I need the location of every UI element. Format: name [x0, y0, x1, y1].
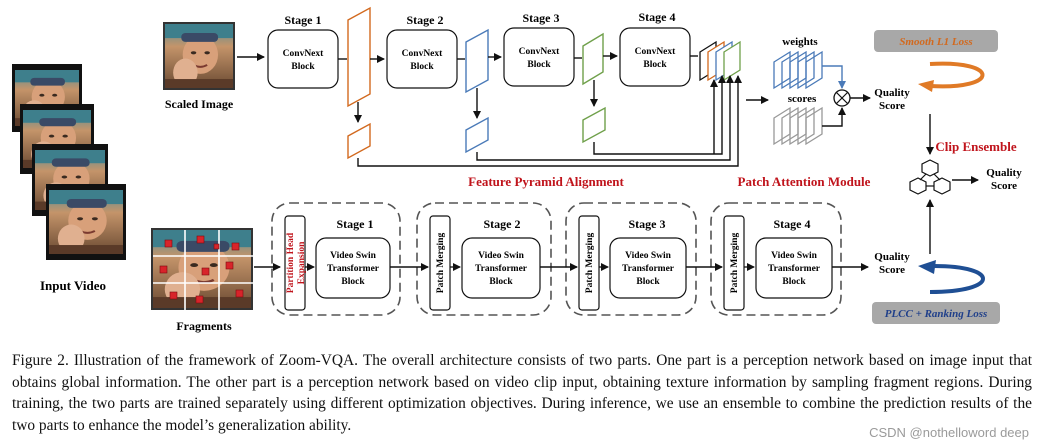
- scaled-image: [163, 22, 235, 90]
- svg-text:Block: Block: [527, 60, 551, 70]
- svg-text:Block: Block: [782, 277, 806, 287]
- bottom-stage-4-title: Stage 4: [774, 217, 811, 231]
- svg-text:Block: Block: [410, 62, 434, 72]
- top-stage-3-title: Stage 3: [523, 11, 560, 25]
- figure-caption: Figure 2. Illustration of the framework …: [12, 352, 1032, 434]
- swin-stage-group-4: [710, 202, 842, 316]
- weights-label: weights: [782, 36, 818, 48]
- watermark: CSDN @nothelloword deep: [869, 425, 1029, 440]
- top-stage-1-title: Stage 1: [285, 13, 322, 27]
- svg-text:Video Swin: Video Swin: [478, 251, 525, 261]
- aligned-map-stage2: [465, 116, 489, 154]
- scores-stack: [773, 106, 823, 146]
- ensemble-icon: [909, 159, 951, 195]
- svg-text:ConvNext: ConvNext: [519, 47, 560, 57]
- feature-pyramid-alignment-label: Feature Pyramid Alignment: [468, 174, 624, 189]
- fragments-label: Fragments: [176, 319, 232, 333]
- top-stage-4-title: Stage 4: [639, 10, 676, 24]
- svg-text:Transformer: Transformer: [475, 264, 528, 274]
- svg-text:Video Swin: Video Swin: [771, 251, 818, 261]
- patch-merging-2: Patch Merging: [436, 233, 446, 294]
- video-swin-block-2: Video Swin Transformer Block: [461, 237, 541, 299]
- framework-diagram: Input Video Scaled Image Stage 1 Stage 2…: [12, 6, 1022, 333]
- weights-stack: [773, 50, 823, 90]
- smooth-l1-loss: Smooth L1 Loss: [874, 30, 998, 92]
- svg-text:ConvNext: ConvNext: [635, 47, 676, 57]
- convnext-block-4: ConvNext Block: [619, 27, 691, 87]
- top-stage-2-title: Stage 2: [407, 13, 444, 27]
- partition-head-expansion: Partition HeadExpansion: [286, 232, 307, 293]
- svg-text:ConvNext: ConvNext: [402, 49, 443, 59]
- svg-text:Transformer: Transformer: [768, 264, 821, 274]
- patch-attention-module-label: Patch Attention Module: [738, 174, 871, 189]
- swin-stage-group-3: [565, 202, 697, 316]
- swin-stage-group-1: [271, 202, 401, 316]
- aligned-map-stage1: [347, 122, 371, 160]
- svg-text:Video Swin: Video Swin: [330, 251, 377, 261]
- convnext-block-1: ConvNext Block: [267, 29, 339, 89]
- convnext-block-2: ConvNext Block: [386, 29, 458, 89]
- svg-text:Block: Block: [636, 277, 660, 287]
- plcc-ranking-loss: PLCC + Ranking Loss: [872, 260, 1000, 324]
- convnext-block-3: ConvNext Block: [503, 27, 575, 87]
- video-swin-block-4: Video Swin Transformer Block: [755, 237, 833, 299]
- svg-text:Block: Block: [489, 277, 513, 287]
- svg-text:Smooth L1 Loss: Smooth L1 Loss: [899, 36, 972, 48]
- clip-ensemble-label: Clip Ensemble: [935, 139, 1016, 154]
- input-video-frames: [12, 64, 126, 260]
- video-swin-block-1: Video Swin Transformer Block: [315, 237, 391, 299]
- input-video-label: Input Video: [40, 278, 106, 293]
- feature-map-stage3: [582, 32, 604, 86]
- svg-text:Block: Block: [291, 62, 315, 72]
- bottom-stage-3-title: Stage 3: [629, 217, 666, 231]
- svg-text:Transformer: Transformer: [327, 264, 380, 274]
- bottom-stage-1-title: Stage 1: [337, 217, 374, 231]
- fragments-image: [151, 228, 253, 310]
- svg-text:Transformer: Transformer: [622, 264, 675, 274]
- video-swin-block-3: Video Swin Transformer Block: [609, 237, 687, 299]
- scaled-image-label: Scaled Image: [165, 97, 234, 111]
- concatenated-features: [699, 40, 741, 82]
- feature-map-stage2: [465, 28, 489, 94]
- feature-map-stage1: [347, 6, 371, 108]
- svg-text:Block: Block: [341, 277, 365, 287]
- patch-merging-4: Patch Merging: [730, 233, 740, 294]
- svg-text:Block: Block: [643, 60, 667, 70]
- patch-merging-3: Patch Merging: [585, 233, 595, 294]
- multiply-operator: [833, 89, 851, 107]
- swin-stage-group-2: [416, 202, 552, 316]
- scores-label: scores: [788, 93, 817, 105]
- svg-text:PLCC + Ranking Loss: PLCC + Ranking Loss: [885, 308, 988, 320]
- bottom-stage-2-title: Stage 2: [484, 217, 521, 231]
- svg-text:Video Swin: Video Swin: [625, 251, 672, 261]
- svg-text:ConvNext: ConvNext: [283, 49, 324, 59]
- aligned-map-stage3: [582, 106, 606, 144]
